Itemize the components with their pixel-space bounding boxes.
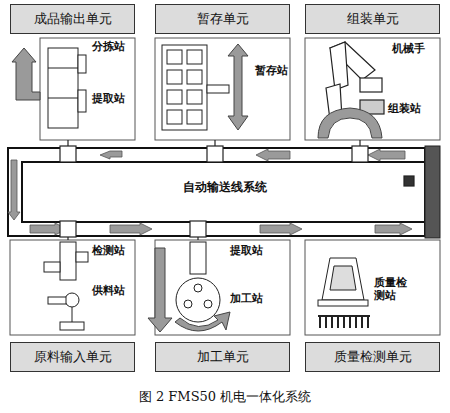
station-label: 分拣站 bbox=[92, 40, 125, 53]
unit-panel bbox=[10, 240, 135, 335]
unit-header: 质量检测单元 bbox=[305, 342, 440, 372]
conveyor-label-box: 自动输送线系统 bbox=[150, 176, 300, 198]
station-label: 提取站 bbox=[92, 92, 125, 105]
link-line bbox=[68, 140, 360, 240]
inspection-station bbox=[318, 258, 368, 306]
node-text: 组装单元 bbox=[347, 10, 399, 28]
unit-panel bbox=[305, 240, 440, 335]
pallet bbox=[60, 146, 414, 237]
station-label: 暂存站 bbox=[255, 64, 288, 77]
station-label: 提取站 bbox=[230, 244, 263, 257]
node-text: 质量检测单元 bbox=[334, 348, 412, 366]
station-label: 检测站 bbox=[92, 244, 125, 257]
unit-panel bbox=[40, 38, 135, 140]
station-label: 加工站 bbox=[230, 292, 263, 305]
unit-panel bbox=[155, 240, 290, 335]
unit-header: 加工单元 bbox=[155, 342, 290, 372]
unit-header: 组装单元 bbox=[305, 4, 440, 34]
turn-arrow bbox=[318, 108, 382, 138]
node-text: 成品输出单元 bbox=[34, 10, 112, 28]
unit-header: 成品输出单元 bbox=[10, 4, 135, 34]
node-text: 暂存单元 bbox=[197, 10, 249, 28]
conveyor-drive bbox=[425, 146, 440, 238]
station-label: 供料站 bbox=[92, 284, 125, 297]
lift-arrow bbox=[228, 44, 248, 130]
output-arrow bbox=[12, 48, 40, 100]
unit-panel bbox=[155, 38, 290, 140]
node-text: 原料输入单元 bbox=[34, 348, 112, 366]
unit-panel bbox=[305, 38, 440, 140]
station-label: 质量检测站 bbox=[374, 276, 410, 302]
unit-header: 暂存单元 bbox=[155, 4, 290, 34]
turn-arrow bbox=[175, 312, 230, 331]
station-label: 机械手 bbox=[392, 42, 425, 55]
flow-arrow bbox=[148, 248, 172, 332]
node-text: 自动输送线系统 bbox=[183, 179, 267, 196]
station-label: 组装站 bbox=[388, 102, 421, 115]
sorting-station bbox=[48, 48, 86, 128]
machining-station bbox=[176, 242, 220, 322]
figure-caption: 图 2 FMS50 机电一体化系统 bbox=[139, 388, 311, 406]
node-text: 加工单元 bbox=[197, 348, 249, 366]
unit-header: 原料输入单元 bbox=[10, 342, 135, 372]
feed-station bbox=[44, 242, 88, 330]
storage-rack bbox=[162, 45, 229, 130]
sensor-comb bbox=[318, 316, 370, 328]
